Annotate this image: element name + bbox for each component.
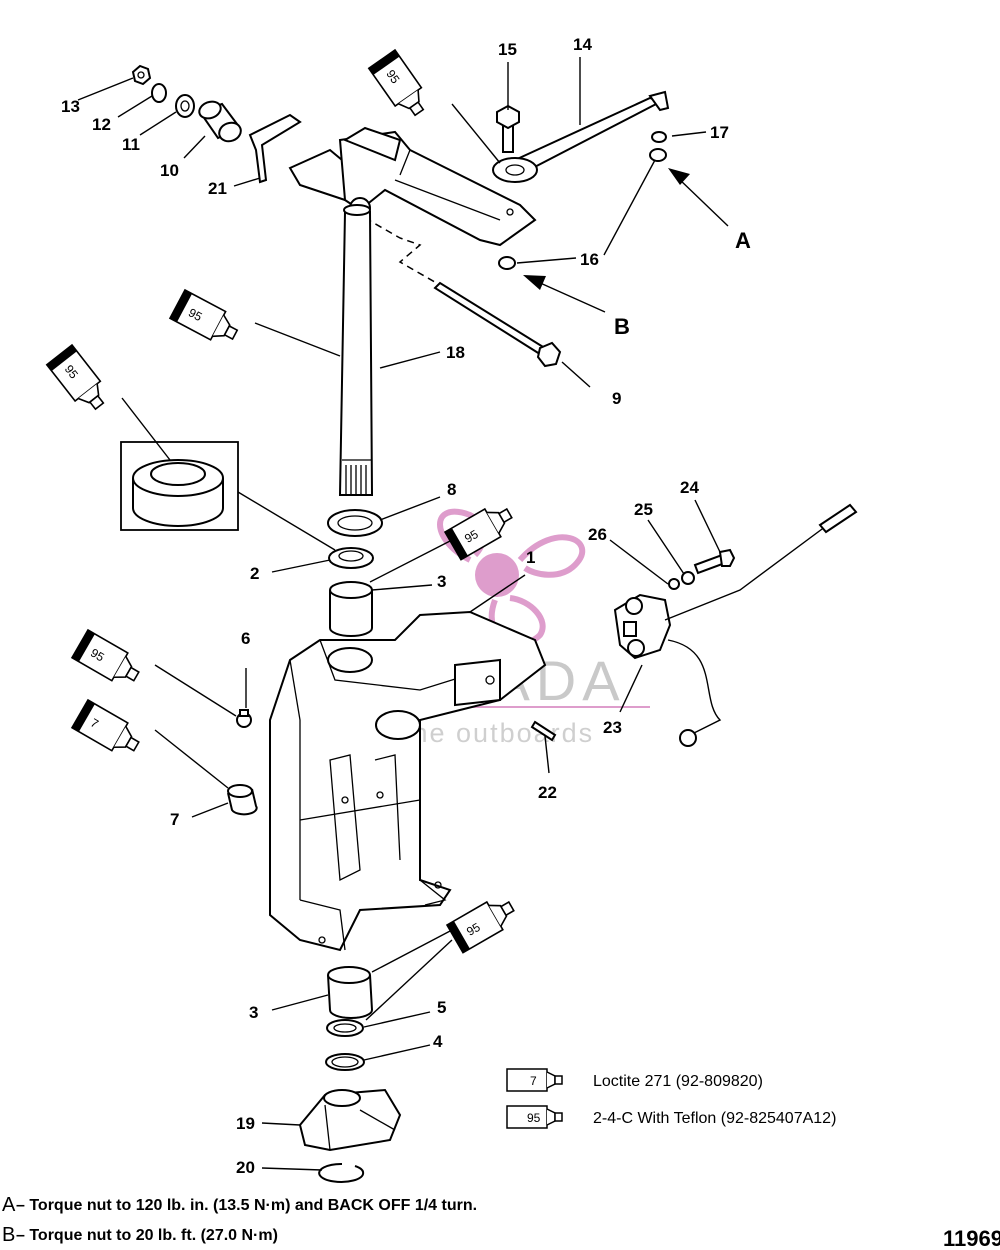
label-a: A [735,228,751,253]
arrow-b [523,275,606,313]
legend: 7 Loctite 271 (92-809820) 95 2-4-C With … [506,1068,836,1129]
bolt-9 [433,281,562,368]
note-b-text: – Torque nut to 20 lb. ft. (27.0 N·m) [16,1227,278,1244]
bushing-detail-inset [120,441,239,531]
lubricant-tube-95-lower: 95 [446,891,521,954]
washer-4 [325,1053,365,1071]
callout-24: 24 [680,478,699,497]
link-rod-14 [492,90,670,183]
bushing-3-lower [327,966,374,1019]
bracket-21 [248,113,302,184]
callout-26: 26 [588,525,607,544]
callout-15: 15 [498,40,517,59]
callout-3-upper: 3 [437,572,446,591]
callout-21: 21 [208,179,227,198]
callout-23: 23 [603,718,622,737]
svg-text:7: 7 [530,1074,537,1088]
grease-fitting-6 [236,709,252,728]
callout-2: 2 [250,564,259,583]
trim-sender-23 [613,503,858,747]
seal-2 [328,547,374,569]
screw-22 [530,720,557,742]
label-b: B [614,314,630,339]
arrow-a [668,168,729,227]
callout-5: 5 [437,998,446,1017]
svg-text:95: 95 [464,920,483,939]
callout-14: 14 [573,35,592,54]
note-b-letter: B [2,1224,15,1246]
callout-25: 25 [634,500,653,519]
callout-13: 13 [61,97,80,116]
callout-22: 22 [538,783,557,802]
nut-16-top [649,148,667,162]
bolt-15 [496,104,520,153]
callout-17: 17 [710,123,729,142]
washer-25 [681,571,695,585]
svg-text:95: 95 [186,305,205,324]
callout-labels: 13 12 11 10 21 15 14 17 16 9 18 8 2 3 1 … [61,35,751,1177]
washer-26 [668,578,680,590]
svg-text:95: 95 [527,1111,541,1125]
bushing-10 [198,100,242,143]
callout-19: 19 [236,1114,255,1133]
callout-7: 7 [170,810,179,829]
washer-5 [326,1019,364,1037]
lubricant-tube-95-bushing: 95 [45,344,113,417]
steering-arm [288,126,537,247]
bushing-7 [227,784,258,816]
callout-10: 10 [160,161,179,180]
washer-11-hole [180,100,190,112]
bolt-24 [693,548,736,575]
washer-12 [151,83,167,103]
legend-grease-text: 2-4-C With Teflon (92-825407A12) [593,1110,836,1127]
figure-number: 11969 [943,1226,1000,1250]
callout-20: 20 [236,1158,255,1177]
svg-text:95: 95 [462,527,481,546]
note-a-text: – Torque nut to 120 lb. in. (13.5 N·m) a… [16,1197,477,1214]
legend-loctite-text: Loctite 271 (92-809820) [593,1073,763,1090]
snap-ring-20 [318,1162,365,1183]
washer-17 [651,131,667,143]
leader-lines [77,57,721,1171]
washer-8 [327,509,383,537]
alignment-dashed-line [364,217,456,293]
lubricant-tube-95-top: 95 [367,49,434,123]
lubricant-tube-95-fitting: 95 [71,629,146,692]
callout-4: 4 [433,1032,443,1051]
washer-11 [175,94,195,118]
nut-13 [131,64,152,86]
lubricant-tube-95-shaft: 95 [169,289,244,350]
swivel-bracket-1 [269,610,547,952]
lubricant-tube-7-bushing: 7 [71,699,146,762]
torque-notes: A – Torque nut to 120 lb. in. (13.5 N·m)… [2,1194,477,1246]
note-a-letter: A [2,1194,16,1216]
bushing-3-upper [329,581,373,637]
callout-12: 12 [92,115,111,134]
callout-8: 8 [447,480,456,499]
callout-9: 9 [612,389,621,408]
callout-11: 11 [122,135,140,154]
steering-shaft-18 [338,204,374,496]
svg-text:95: 95 [88,646,107,665]
legend-item-loctite: 7 [506,1068,563,1092]
callout-3-lower: 3 [249,1003,258,1022]
callout-16: 16 [580,250,599,269]
callout-1: 1 [526,548,535,567]
nut-16-bottom [498,256,516,270]
legend-item-grease: 95 [506,1105,563,1129]
callout-18: 18 [446,343,465,362]
lubricant-tube-95-upper-bushing: 95 [444,498,519,561]
callout-6: 6 [241,629,250,648]
lower-yoke-19 [298,1088,402,1152]
